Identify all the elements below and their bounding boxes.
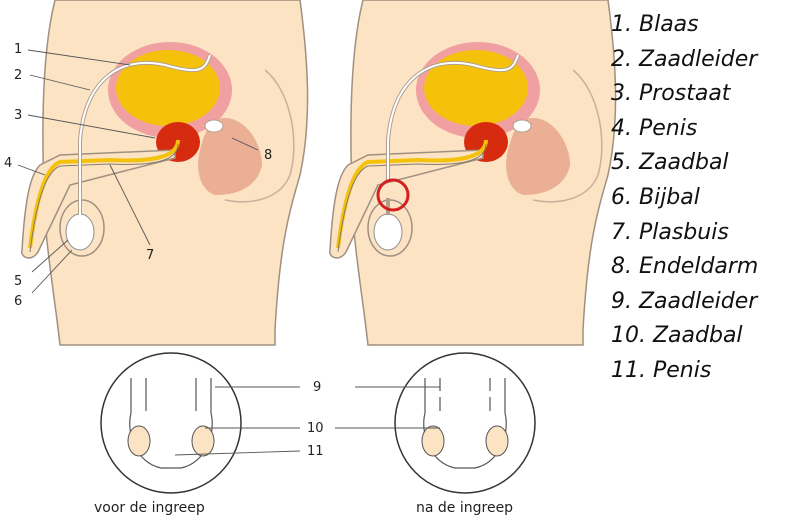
callout-3: 3 [14,108,22,123]
callout-9: 9 [313,380,321,395]
legend-item: 6. Bijbal [611,181,758,216]
legend-item: 3. Prostaat [611,77,758,112]
legend-item: 10. Zaadbal [611,319,758,354]
zoom-before [101,353,241,493]
anatomy-before [22,0,308,345]
callout-11: 11 [307,444,324,459]
callouts-zoom: 9 10 11 [307,380,324,459]
zoom-after [395,353,535,493]
callout-5: 5 [14,274,22,289]
legend-item: 7. Plasbuis [611,216,758,251]
legend-item: 2. Zaadleider [611,43,758,78]
callout-6: 6 [14,294,22,309]
legend-item: 9. Zaadleider [611,285,758,320]
caption-before: voor de ingreep [94,500,205,516]
legend-item: 5. Zaadbal [611,146,758,181]
callout-7: 7 [146,248,154,263]
callout-10: 10 [307,421,324,436]
legend-item: 1. Blaas [611,8,758,43]
legend-item: 8. Endeldarm [611,250,758,285]
callout-4: 4 [4,156,12,171]
legend: 1. Blaas 2. Zaadleider 3. Prostaat 4. Pe… [611,8,758,389]
legend-item: 11. Penis [611,354,758,389]
callout-1: 1 [14,42,22,57]
caption-after: na de ingreep [416,500,513,516]
callout-8: 8 [264,148,272,163]
callout-2: 2 [14,68,22,83]
legend-item: 4. Penis [611,112,758,147]
anatomy-after [330,0,616,345]
